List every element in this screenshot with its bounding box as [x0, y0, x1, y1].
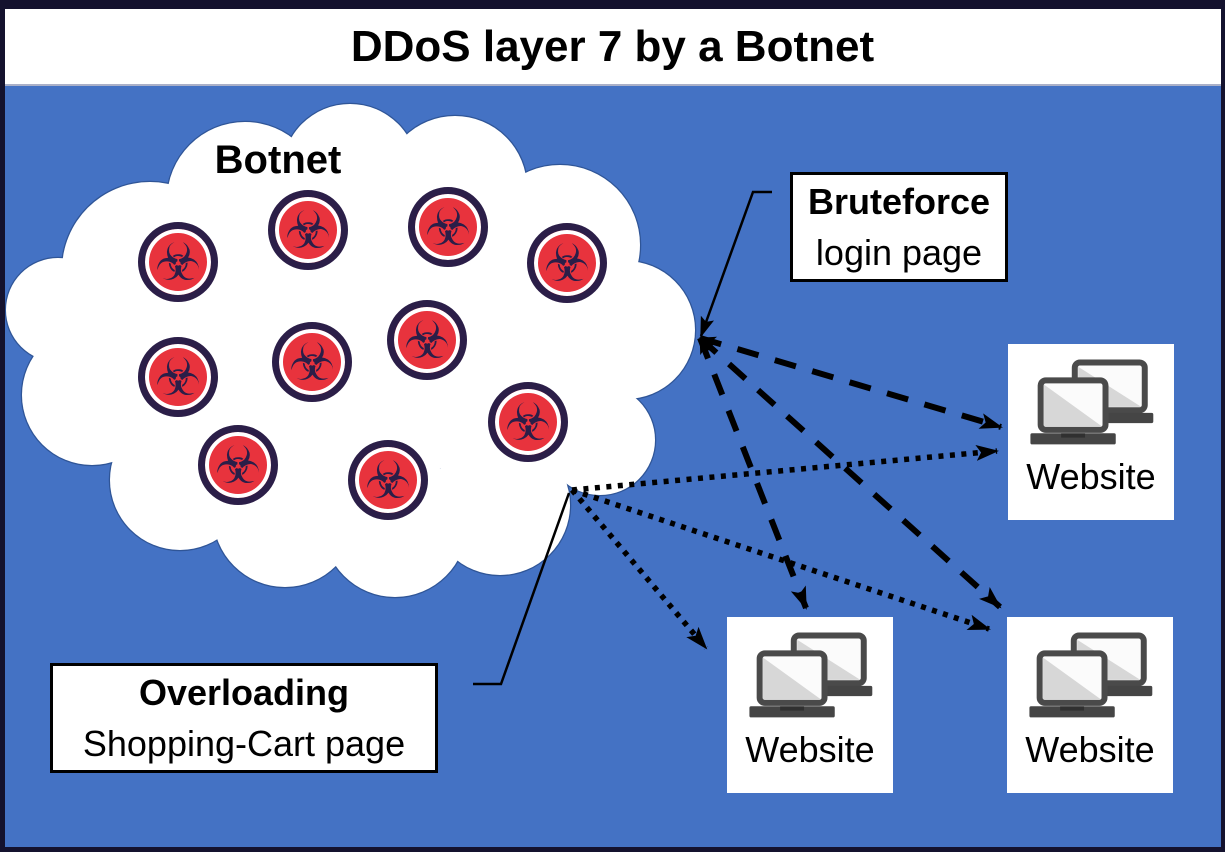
biohazard-icon: ☣ — [198, 425, 278, 505]
frame-border-right — [1221, 0, 1225, 852]
overloading-callout-line — [473, 492, 571, 686]
dotted-arrow-to-bottom-right-website — [571, 487, 991, 632]
biohazard-glyph: ☣ — [504, 393, 552, 453]
biohazard-icon: ☣ — [408, 187, 488, 267]
overloading-callout-subtitle: Shopping-Cart page — [82, 723, 406, 764]
biohazard-icon: ☣ — [138, 337, 218, 417]
biohazard-icon: ☣ — [527, 223, 607, 303]
website-box-bottom-right: Website — [1007, 617, 1173, 793]
overloading-callout: Overloading Shopping-Cart page — [50, 663, 438, 773]
website-box-bottom-left: Website — [727, 617, 893, 793]
dual-laptops-icon — [1026, 631, 1154, 727]
page-title: DDoS layer 7 by a Botnet — [350, 21, 875, 71]
website-label: Website — [745, 729, 875, 770]
biohazard-icon: ☣ — [348, 440, 428, 520]
biohazard-glyph: ☣ — [154, 233, 202, 293]
dual-laptops-icon — [746, 631, 874, 727]
biohazard-glyph: ☣ — [154, 348, 202, 408]
website-label: Website — [1025, 729, 1155, 770]
website-box-top: Website — [1008, 344, 1174, 520]
frame-border-left — [0, 0, 5, 852]
biohazard-glyph: ☣ — [284, 201, 332, 261]
overloading-callout-title: Overloading — [138, 671, 350, 713]
biohazard-glyph: ☣ — [214, 436, 262, 496]
biohazard-glyph: ☣ — [364, 451, 412, 511]
bruteforce-callout-title: Bruteforce — [807, 180, 991, 222]
frame-border-top — [0, 0, 1225, 9]
dashed-arrow-to-top-website — [699, 335, 1003, 430]
botnet-label: Botnet — [214, 138, 342, 182]
frame-border-bottom — [0, 847, 1225, 852]
dashed-attack-arrows — [697, 335, 1003, 610]
bruteforce-callout: Bruteforce login page — [790, 172, 1008, 282]
biohazard-glyph: ☣ — [288, 333, 336, 393]
bruteforce-callout-line — [699, 190, 772, 338]
biohazard-glyph: ☣ — [424, 198, 472, 258]
dotted-arrow-to-bottom-left-website — [569, 488, 709, 650]
dual-laptops-icon — [1027, 358, 1155, 454]
biohazard-icon: ☣ — [488, 382, 568, 462]
title-bar: DDoS layer 7 by a Botnet — [0, 9, 1225, 84]
dotted-arrow-to-top-website — [571, 444, 999, 493]
biohazard-glyph: ☣ — [403, 311, 451, 371]
biohazard-icon: ☣ — [272, 322, 352, 402]
dotted-attack-arrows — [569, 444, 999, 650]
biohazard-icon: ☣ — [387, 300, 467, 380]
website-label: Website — [1026, 456, 1156, 497]
title-separator — [0, 84, 1225, 86]
dashed-arrow-to-bottom-left-website — [697, 336, 809, 610]
bruteforce-callout-subtitle: login page — [815, 232, 983, 273]
biohazard-icon: ☣ — [138, 222, 218, 302]
dashed-arrow-to-bottom-right-website — [697, 335, 1003, 610]
biohazard-glyph: ☣ — [543, 234, 591, 294]
biohazard-icon: ☣ — [268, 190, 348, 270]
